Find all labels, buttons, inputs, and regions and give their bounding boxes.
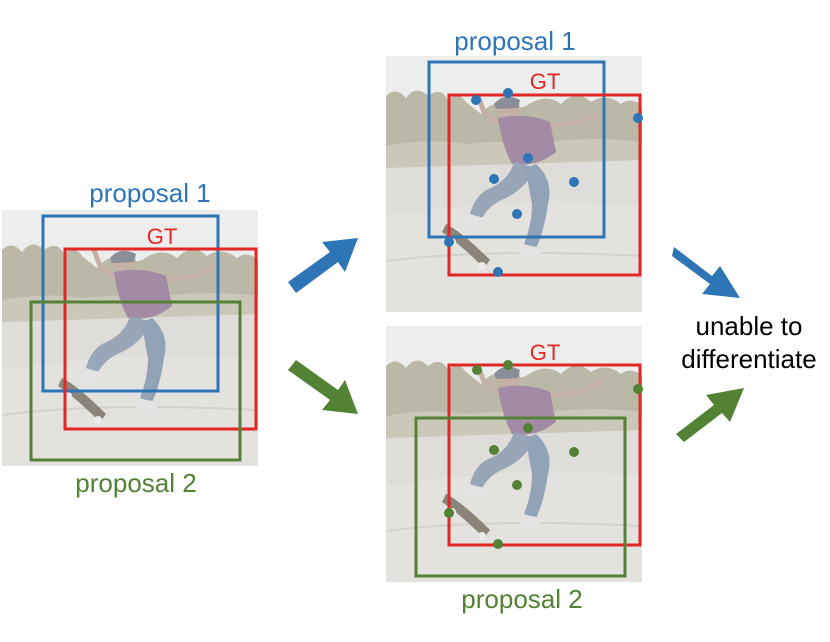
keypoint-dot bbox=[512, 480, 522, 490]
keypoint-dot bbox=[489, 445, 499, 455]
keypoint-dot bbox=[523, 153, 533, 163]
gt-box bbox=[63, 247, 258, 431]
gt-label: GT bbox=[147, 224, 178, 249]
keypoint-dot bbox=[633, 384, 643, 394]
proposal-2-box bbox=[29, 300, 242, 462]
proposal-2-label: proposal 2 bbox=[461, 584, 582, 614]
arrow-icon bbox=[672, 247, 740, 298]
keypoint-dot bbox=[493, 539, 503, 549]
conclusion-line-1: unable to bbox=[696, 311, 803, 341]
gt-label: GT bbox=[530, 69, 561, 94]
arrow-icon bbox=[288, 360, 358, 414]
keypoint-dot bbox=[503, 360, 513, 370]
keypoint-dot bbox=[633, 113, 643, 123]
gt-box bbox=[447, 93, 642, 277]
keypoint-dot bbox=[569, 177, 579, 187]
keypoint-dot bbox=[471, 95, 481, 105]
keypoint-dot bbox=[472, 365, 482, 375]
keypoint-dot bbox=[512, 209, 522, 219]
arrow-icon bbox=[676, 388, 744, 442]
keypoint-dot bbox=[523, 423, 533, 433]
keypoint-dot bbox=[489, 174, 499, 184]
proposal-2-box bbox=[414, 416, 627, 578]
proposal-1-label: proposal 1 bbox=[89, 178, 210, 208]
top-right-panel: proposal 1 GT bbox=[386, 26, 643, 312]
keypoints bbox=[444, 88, 643, 277]
proposal-1-box bbox=[427, 60, 606, 239]
keypoint-dot bbox=[569, 447, 579, 457]
keypoints bbox=[444, 360, 643, 549]
proposal-1-label: proposal 1 bbox=[454, 26, 575, 56]
keypoint-dot bbox=[503, 88, 513, 98]
keypoint-dot bbox=[493, 267, 503, 277]
keypoint-dot bbox=[444, 508, 454, 518]
arrow-icon bbox=[288, 238, 358, 293]
gt-label: GT bbox=[530, 340, 561, 365]
keypoint-dot bbox=[444, 237, 454, 247]
gt-box bbox=[447, 363, 642, 547]
bottom-right-panel: GT proposal 2 bbox=[386, 326, 643, 614]
proposal-2-label: proposal 2 bbox=[75, 468, 196, 498]
conclusion-line-2: differentiate bbox=[681, 344, 816, 374]
left-panel: proposal 1 GT proposal 2 bbox=[2, 178, 258, 498]
